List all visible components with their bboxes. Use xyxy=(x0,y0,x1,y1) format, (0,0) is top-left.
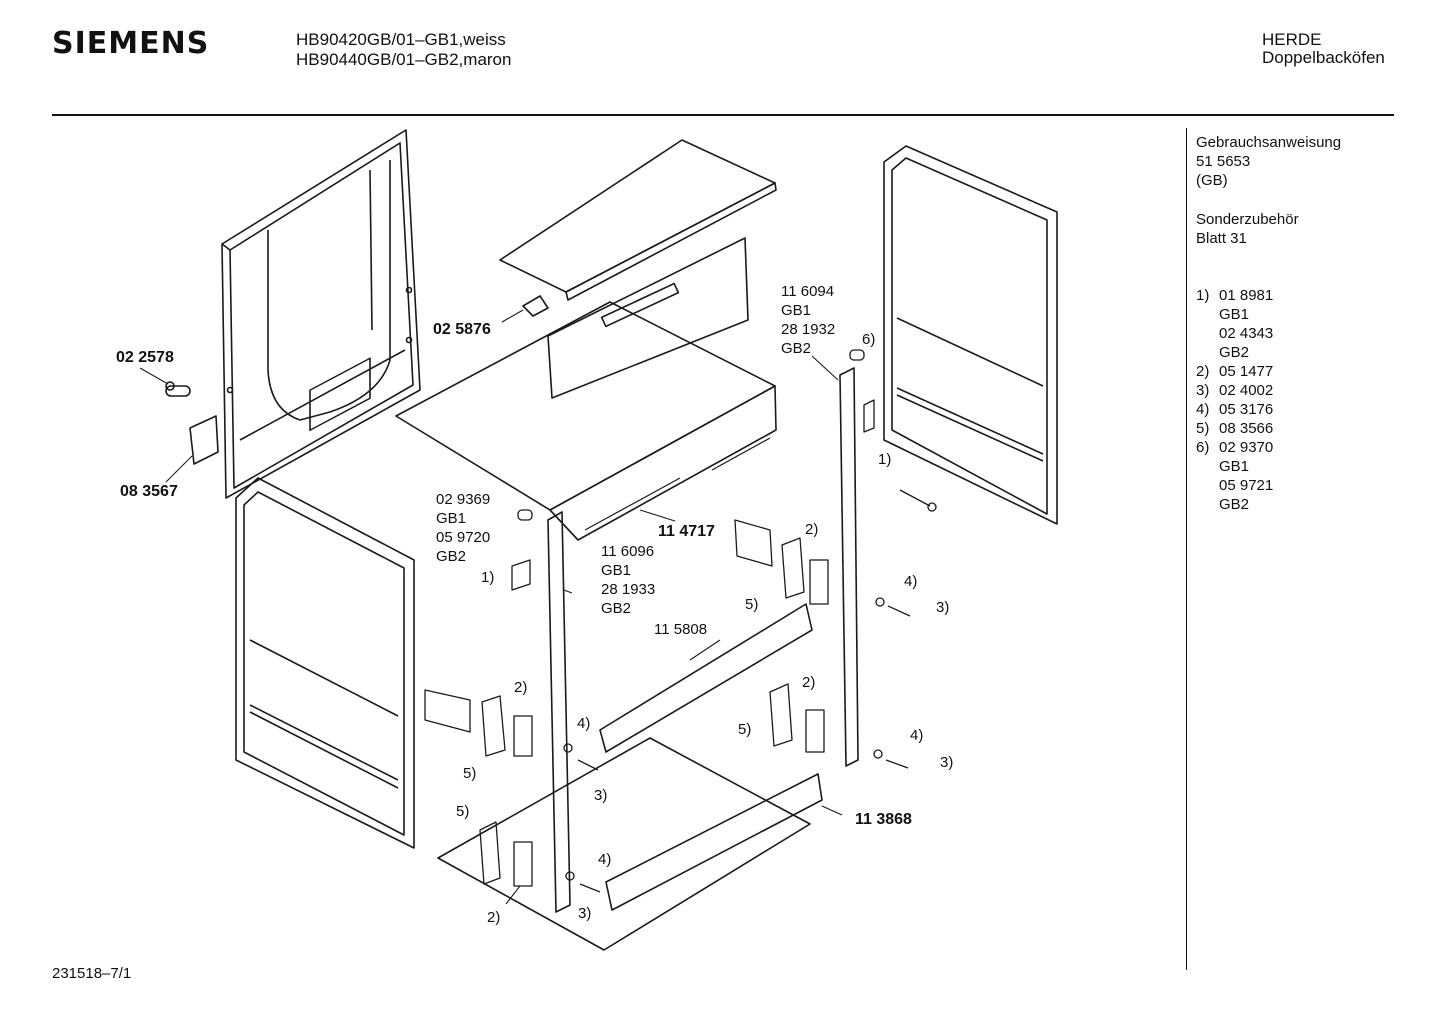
right-door-frame xyxy=(883,145,1058,525)
category-title: HERDE xyxy=(1262,30,1322,49)
accessory-sheet: Blatt 31 xyxy=(1196,230,1247,247)
subcategory-title: Doppelbacköfen xyxy=(1262,48,1385,67)
label-ref5-d: 5) xyxy=(456,803,470,820)
label-115808: 11 5808 xyxy=(654,621,708,638)
parts-list-ref: 4) xyxy=(1196,401,1210,418)
label-ref5-b: 5) xyxy=(463,765,477,782)
manual-label: Gebrauchsanweisung xyxy=(1196,134,1342,151)
label-029369: 02 9369 xyxy=(436,491,491,508)
label-083567: 08 3567 xyxy=(120,483,178,500)
label-ref3-c: 3) xyxy=(940,754,954,771)
screws xyxy=(563,489,937,893)
label-022578: 02 2578 xyxy=(116,349,174,366)
label-ref4-d: 4) xyxy=(598,851,612,868)
parts-list-value: GB1 xyxy=(1219,306,1250,323)
parts-list-value: 05 9721 xyxy=(1219,477,1274,494)
label-ref3-a: 3) xyxy=(936,599,950,616)
header-divider xyxy=(52,114,1394,116)
label-ref1-left: 1) xyxy=(481,569,495,586)
label-025876: 02 5876 xyxy=(433,321,491,338)
left-vertical-rail xyxy=(547,511,571,913)
parts-list-ref: 5) xyxy=(1196,420,1210,437)
model-line-1: HB90420GB/01–GB1,weiss xyxy=(296,30,506,49)
label-gb1-c: GB1 xyxy=(781,302,812,319)
hinge-blocks xyxy=(424,349,875,887)
left-side-panel xyxy=(221,129,421,499)
label-116094: 11 6094 xyxy=(781,283,835,300)
parts-list-value: 01 8981 xyxy=(1219,287,1274,304)
label-ref2-c: 2) xyxy=(802,674,816,691)
label-ref3-d: 3) xyxy=(578,905,592,922)
parts-list-value: GB2 xyxy=(1219,344,1250,361)
parts-list-value: GB1 xyxy=(1219,458,1250,475)
left-door-frame xyxy=(235,477,415,849)
parts-list-ref: 6) xyxy=(1196,439,1210,456)
manual-lang: (GB) xyxy=(1196,172,1228,189)
parts-list-value: 02 4002 xyxy=(1219,382,1274,399)
label-gb1-a: GB1 xyxy=(436,510,467,527)
leader-lines xyxy=(139,309,843,905)
parts-list-value: 05 1477 xyxy=(1219,363,1274,380)
label-059720: 05 9720 xyxy=(436,529,491,546)
label-ref5-a: 5) xyxy=(745,596,759,613)
oven-top-plate xyxy=(395,301,777,541)
label-ref1-right: 1) xyxy=(878,451,892,468)
label-gb1-b: GB1 xyxy=(601,562,632,579)
manual-number: 51 5653 xyxy=(1196,153,1251,170)
label-ref4-c: 4) xyxy=(910,727,924,744)
middle-support-rail xyxy=(599,603,813,753)
parts-list-value: 05 3176 xyxy=(1219,401,1274,418)
brand-logo: SIEMENS xyxy=(52,26,210,61)
drawing-number: 231518–7/1 xyxy=(52,965,132,982)
parts-list-ref: 1) xyxy=(1196,287,1210,304)
label-ref2-b: 2) xyxy=(514,679,528,696)
label-281933: 28 1933 xyxy=(601,581,656,598)
small-bracket xyxy=(189,415,219,465)
label-113868: 11 3868 xyxy=(855,811,912,828)
parts-list-value: GB2 xyxy=(1219,496,1250,513)
bottom-tray xyxy=(437,737,823,951)
top-cover xyxy=(499,139,777,399)
parts-list-ref: 3) xyxy=(1196,382,1210,399)
label-114717: 11 4717 xyxy=(658,523,715,540)
label-116096: 11 6096 xyxy=(601,543,655,560)
label-281932: 28 1932 xyxy=(781,321,836,338)
parts-list-value: 08 3566 xyxy=(1219,420,1274,437)
clip-part xyxy=(165,381,191,397)
label-ref6: 6) xyxy=(862,331,876,348)
label-gb2-b: GB2 xyxy=(601,600,632,617)
parts-list-value: 02 4343 xyxy=(1219,325,1274,342)
model-line-2: HB90440GB/01–GB2,maron xyxy=(296,50,512,69)
parts-list-value: 02 9370 xyxy=(1219,439,1274,456)
sidebar-divider xyxy=(1186,128,1187,970)
label-ref3-b: 3) xyxy=(594,787,608,804)
label-ref2-d: 2) xyxy=(487,909,501,926)
label-gb2-c: GB2 xyxy=(781,340,812,357)
label-ref4-b: 4) xyxy=(577,715,591,732)
label-ref5-c: 5) xyxy=(738,721,752,738)
accessory-label: Sonderzubehör xyxy=(1196,211,1299,228)
label-gb2-a: GB2 xyxy=(436,548,467,565)
label-ref4-a: 4) xyxy=(904,573,918,590)
right-vertical-rail xyxy=(839,367,859,767)
parts-list-ref: 2) xyxy=(1196,363,1210,380)
label-ref2-a: 2) xyxy=(805,521,819,538)
